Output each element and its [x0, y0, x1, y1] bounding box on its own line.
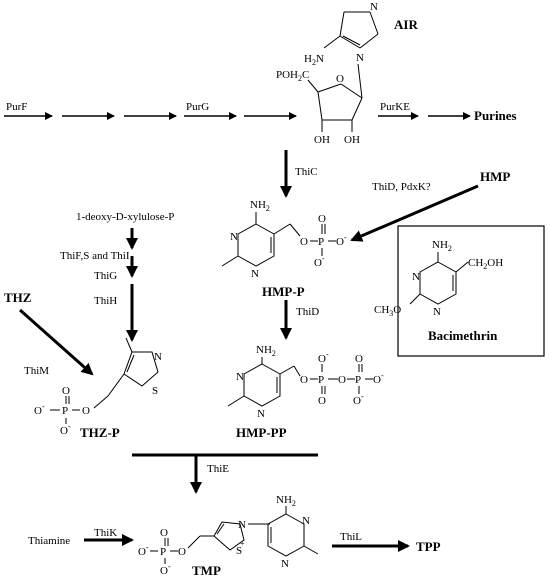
hmp-pp-label: HMP-PP: [236, 425, 287, 440]
svg-text:O-: O-: [160, 562, 171, 577]
svg-text:N: N: [230, 231, 238, 243]
svg-text:O: O: [82, 405, 90, 417]
svg-text:N: N: [257, 408, 265, 420]
svg-text:N: N: [154, 351, 162, 363]
svg-text:O: O: [355, 353, 363, 365]
svg-text:OH: OH: [314, 134, 330, 146]
purf-label: PurF: [6, 101, 27, 113]
svg-text:H2N: H2N: [304, 53, 324, 67]
air-label: AIR: [394, 17, 418, 32]
svg-text:O: O: [318, 395, 326, 407]
tmp-label: TMP: [192, 563, 221, 578]
svg-text:O-: O-: [34, 402, 45, 417]
svg-text:O: O: [178, 546, 186, 558]
thim-label: ThiM: [24, 365, 49, 377]
thic-label: ThiC: [295, 166, 318, 178]
tmp-structure: O P O- O- O S + N N N NH2: [138, 494, 319, 577]
svg-text:N: N: [281, 558, 289, 570]
svg-text:O-: O-: [373, 371, 384, 386]
svg-text:NH2: NH2: [256, 344, 276, 358]
bacimethrin-structure: NH2 N N CH2OH CH3O: [374, 239, 503, 318]
svg-text:O-: O-: [336, 233, 347, 248]
svg-text:N: N: [251, 268, 259, 280]
bacimethrin-box: [397, 225, 545, 357]
svg-text:CH2OH: CH2OH: [468, 257, 503, 271]
svg-text:NH2: NH2: [276, 494, 296, 508]
svg-text:P: P: [318, 374, 324, 386]
thid-pdxk-label: ThiD, PdxK?: [372, 181, 431, 193]
svg-text:P: P: [318, 236, 324, 248]
deoxyxylulose-label: 1-deoxy-D-xylulose-P: [76, 211, 174, 223]
svg-text:N: N: [356, 52, 364, 64]
purg-label: PurG: [186, 101, 209, 113]
svg-text:S: S: [236, 545, 242, 557]
svg-text:N: N: [302, 515, 310, 527]
air-structure: N N H2N O POH2C OH OH: [276, 1, 379, 146]
hmp-p-structure: NH2 N N O P O O- O-: [221, 199, 347, 280]
svg-text:N: N: [412, 271, 420, 283]
thiamine-label: Thiamine: [28, 535, 70, 547]
thig-label: ThiG: [94, 270, 117, 282]
thil-label: ThiL: [340, 531, 362, 543]
purke-label: PurKE: [380, 101, 410, 113]
svg-text:NH2: NH2: [250, 199, 270, 213]
svg-text:N: N: [433, 306, 441, 318]
svg-text:CH3O: CH3O: [374, 304, 401, 318]
thih-label: ThiH: [94, 295, 117, 307]
svg-text:O: O: [160, 527, 168, 539]
svg-text:N: N: [238, 519, 246, 531]
svg-text:O-: O-: [60, 422, 71, 437]
hmp-pp-structure: NH2 N N O P O- O O P O O- O-: [227, 344, 384, 420]
svg-text:+: +: [240, 539, 245, 548]
hmp-p-label: HMP-P: [262, 284, 305, 299]
svg-text:NH2: NH2: [432, 239, 452, 253]
svg-text:OH: OH: [344, 134, 360, 146]
thz-p-structure: N S O P O O- O-: [34, 337, 162, 437]
thik-label: ThiK: [94, 527, 117, 539]
svg-text:O-: O-: [314, 254, 325, 269]
thz-to-thzp-arrow: [19, 308, 94, 376]
bacimethrin-label: Bacimethrin: [428, 328, 498, 343]
svg-text:O-: O-: [138, 543, 149, 558]
thz-p-label: THZ-P: [80, 425, 120, 440]
purines-label: Purines: [474, 108, 517, 123]
svg-text:S: S: [152, 385, 158, 397]
svg-text:O: O: [338, 374, 346, 386]
thid-label: ThiD: [296, 306, 319, 318]
svg-text:P: P: [355, 374, 361, 386]
thifsi-label: ThiF,S and ThiI: [60, 250, 130, 262]
svg-text:O-: O-: [353, 392, 364, 407]
svg-text:O: O: [318, 213, 326, 225]
thz-label: THZ: [4, 290, 32, 305]
svg-text:N: N: [370, 1, 378, 13]
svg-text:P: P: [160, 546, 166, 558]
svg-text:O: O: [336, 73, 344, 85]
svg-text:O: O: [300, 374, 308, 386]
svg-text:N: N: [236, 371, 244, 383]
svg-text:P: P: [62, 405, 68, 417]
svg-text:O: O: [62, 385, 70, 397]
svg-text:O: O: [300, 236, 308, 248]
svg-text:POH2C: POH2C: [276, 69, 309, 83]
hmp-to-hmpp-arrow: [350, 184, 479, 242]
svg-text:O-: O-: [318, 350, 329, 365]
thie-label: ThiE: [207, 463, 229, 475]
tpp-label: TPP: [416, 539, 441, 554]
hmp-label: HMP: [480, 169, 510, 184]
